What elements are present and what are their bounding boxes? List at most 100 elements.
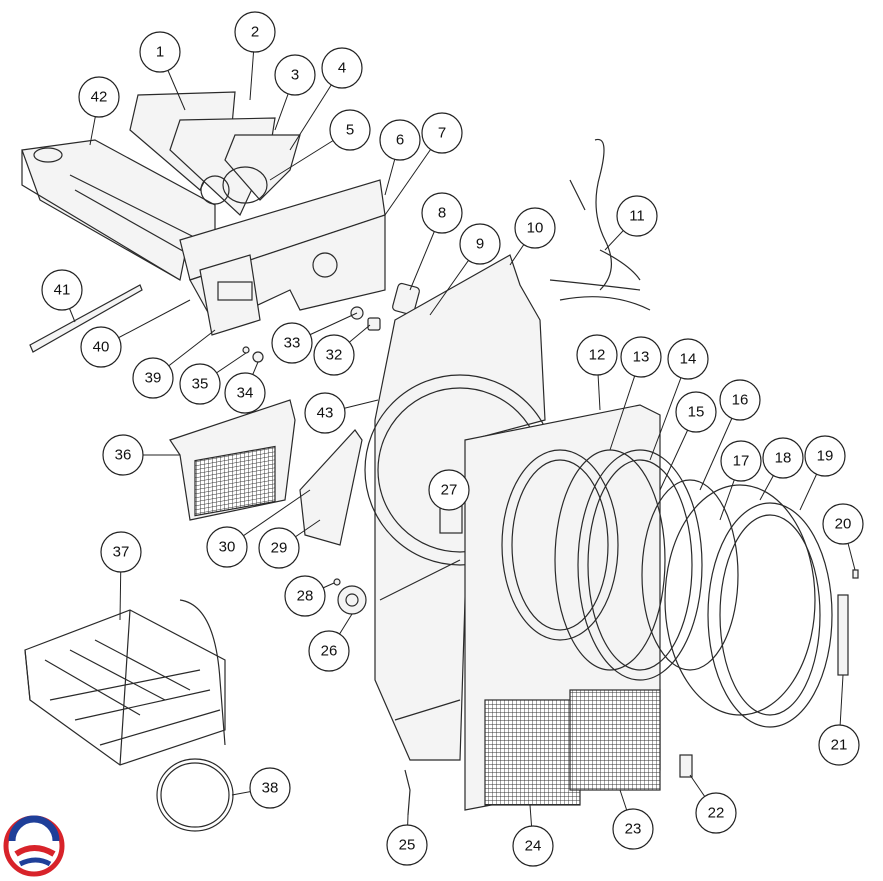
callout-circle (308, 630, 350, 672)
callout-4: 4 (321, 47, 363, 89)
callout-number: 5 (346, 122, 354, 139)
callout-26: 26 (308, 630, 350, 672)
callout-32: 32 (313, 334, 355, 376)
callout-circle (514, 207, 556, 249)
callout-38: 38 (249, 767, 291, 809)
drying-rack (24, 599, 226, 766)
callout-number: 39 (145, 370, 162, 387)
callout-41: 41 (41, 269, 83, 311)
callout-number: 36 (115, 447, 132, 464)
callout-circle (822, 503, 864, 545)
wire-harness (549, 138, 651, 311)
callout-circle (102, 434, 144, 476)
callout-circle (762, 437, 804, 479)
callout-number: 27 (441, 482, 458, 499)
callout-number: 22 (708, 805, 725, 822)
callout-5: 5 (329, 109, 371, 151)
trim-strip (29, 284, 143, 353)
callout-number: 6 (396, 132, 404, 149)
door-hinge (837, 594, 849, 676)
callout-number: 2 (251, 24, 259, 41)
callout-circle (100, 531, 142, 573)
callout-15: 15 (675, 391, 717, 433)
callout-circle (421, 192, 463, 234)
callout-circle (720, 440, 762, 482)
callout-42: 42 (78, 76, 120, 118)
callout-18: 18 (762, 437, 804, 479)
callout-24: 24 (512, 825, 554, 867)
callout-circle (224, 372, 266, 414)
callout-19: 19 (804, 435, 846, 477)
callout-number: 24 (525, 838, 542, 855)
callout-number: 42 (91, 89, 108, 106)
callout-number: 43 (317, 405, 334, 422)
callout-number: 32 (326, 347, 343, 364)
callout-number: 38 (262, 780, 279, 797)
callout-circle (428, 469, 470, 511)
callout-number: 8 (438, 205, 446, 222)
callout-number: 9 (476, 236, 484, 253)
sensor-wire (404, 769, 411, 816)
callout-13: 13 (620, 336, 662, 378)
callout-36: 36 (102, 434, 144, 476)
callout-21: 21 (818, 724, 860, 766)
callout-circle (804, 435, 846, 477)
lint-duct (299, 429, 363, 546)
callout-number: 40 (93, 339, 110, 356)
callout-circle (576, 334, 618, 376)
callout-number: 11 (629, 208, 645, 225)
callout-circle (271, 322, 313, 364)
callout-circle (274, 54, 316, 96)
callout-circle (139, 31, 181, 73)
callout-circle (78, 76, 120, 118)
callout-circle (41, 269, 83, 311)
top-console (21, 139, 216, 281)
callout-number: 14 (680, 351, 697, 368)
callout-circle (329, 109, 371, 151)
callout-27: 27 (428, 469, 470, 511)
callout-circle (675, 391, 717, 433)
callout-circle (313, 334, 355, 376)
callout-number: 41 (54, 282, 71, 299)
callout-number: 4 (338, 60, 346, 77)
callout-number: 28 (297, 588, 314, 605)
callout-number: 21 (831, 737, 848, 754)
callout-10: 10 (514, 207, 556, 249)
hinge-screw (852, 569, 859, 579)
callout-number: 25 (399, 837, 416, 854)
callout-number: 1 (156, 44, 164, 61)
callout-40: 40 (80, 326, 122, 368)
callout-circle (612, 808, 654, 850)
callout-11: 11 (616, 195, 658, 237)
callout-number: 26 (321, 643, 338, 660)
callout-number: 17 (733, 453, 750, 470)
control-boards (129, 91, 301, 217)
callout-circle (386, 824, 428, 866)
door-rings (554, 449, 833, 728)
callout-7: 7 (421, 112, 463, 154)
callout-28: 28 (284, 575, 326, 617)
callout-17: 17 (720, 440, 762, 482)
callout-number: 20 (835, 516, 852, 533)
callout-circle (695, 792, 737, 834)
callout-number: 13 (633, 349, 650, 366)
callout-circle (421, 112, 463, 154)
callout-circle (284, 575, 326, 617)
callout-number: 23 (625, 821, 642, 838)
callout-22: 22 (695, 792, 737, 834)
callout-circle (512, 825, 554, 867)
callout-number: 35 (192, 376, 209, 393)
callout-number: 34 (237, 385, 254, 402)
callout-39: 39 (132, 357, 174, 399)
callout-number: 3 (291, 67, 299, 84)
callout-37: 37 (100, 531, 142, 573)
callout-circle (258, 527, 300, 569)
callout-circle (379, 119, 421, 161)
washer-28 (333, 578, 341, 586)
callout-circle (321, 47, 363, 89)
callout-circle (234, 11, 276, 53)
callout-circle (304, 392, 346, 434)
callout-8: 8 (421, 192, 463, 234)
callout-1: 1 (139, 31, 181, 73)
